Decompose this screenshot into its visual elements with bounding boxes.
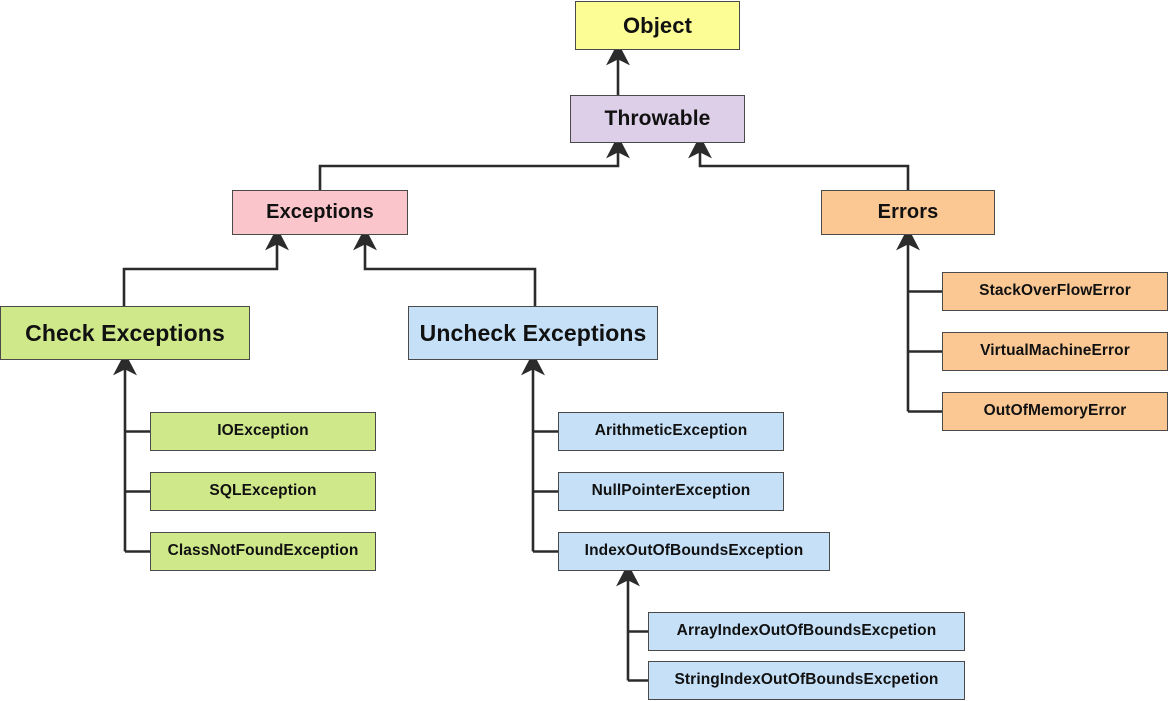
node-label: ArrayIndexOutOfBoundsExcpetion <box>676 622 937 640</box>
edge-exceptions-to-throwable <box>318 135 630 190</box>
node-arrayindexoutofbounds: ArrayIndexOutOfBoundsExcpetion <box>648 612 965 651</box>
node-ioexception: IOException <box>150 412 376 451</box>
node-sqlexception: SQLException <box>150 472 376 511</box>
node-label: NullPointerException <box>591 482 751 500</box>
node-exceptions: Exceptions <box>232 190 408 235</box>
node-label: ArithmeticException <box>594 422 748 440</box>
node-outofmemoryerror: OutOfMemoryError <box>942 392 1168 431</box>
edge-errors-to-throwable <box>688 135 910 190</box>
node-virtualmachineerror: VirtualMachineError <box>942 332 1168 371</box>
node-stackoverflowerror: StackOverFlowError <box>942 272 1168 311</box>
edge-check-to-exceptions <box>122 227 289 306</box>
node-label: Check Exceptions <box>25 319 225 346</box>
node-check-exceptions: Check Exceptions <box>0 306 250 360</box>
node-label: IOException <box>217 422 309 440</box>
node-label: StackOverFlowError <box>979 282 1131 300</box>
node-classnotfoundexception: ClassNotFoundException <box>150 532 376 571</box>
node-label: StringIndexOutOfBoundsExcpetion <box>674 671 939 689</box>
node-errors: Errors <box>821 190 995 235</box>
edge-uncheck-to-exceptions <box>353 227 537 306</box>
node-nullpointerexception: NullPointerException <box>558 472 784 511</box>
node-label: Object <box>622 12 693 38</box>
node-uncheck-exceptions: Uncheck Exceptions <box>408 306 658 360</box>
node-throwable: Throwable <box>570 95 745 143</box>
node-object: Object <box>575 1 740 50</box>
node-label: Errors <box>877 201 939 223</box>
node-label: Uncheck Exceptions <box>419 319 647 346</box>
node-arithmeticexception: ArithmeticException <box>558 412 784 451</box>
node-label: OutOfMemoryError <box>983 402 1127 420</box>
node-label: VirtualMachineError <box>980 342 1130 360</box>
node-label: IndexOutOfBoundsException <box>584 542 804 560</box>
node-label: ClassNotFoundException <box>167 542 359 560</box>
node-indexoutofboundsexception: IndexOutOfBoundsException <box>558 532 830 571</box>
node-stringindexoutofbounds: StringIndexOutOfBoundsExcpetion <box>648 661 965 700</box>
node-label: Exceptions <box>266 201 374 223</box>
node-label: SQLException <box>209 482 317 500</box>
node-label: Throwable <box>604 106 711 130</box>
